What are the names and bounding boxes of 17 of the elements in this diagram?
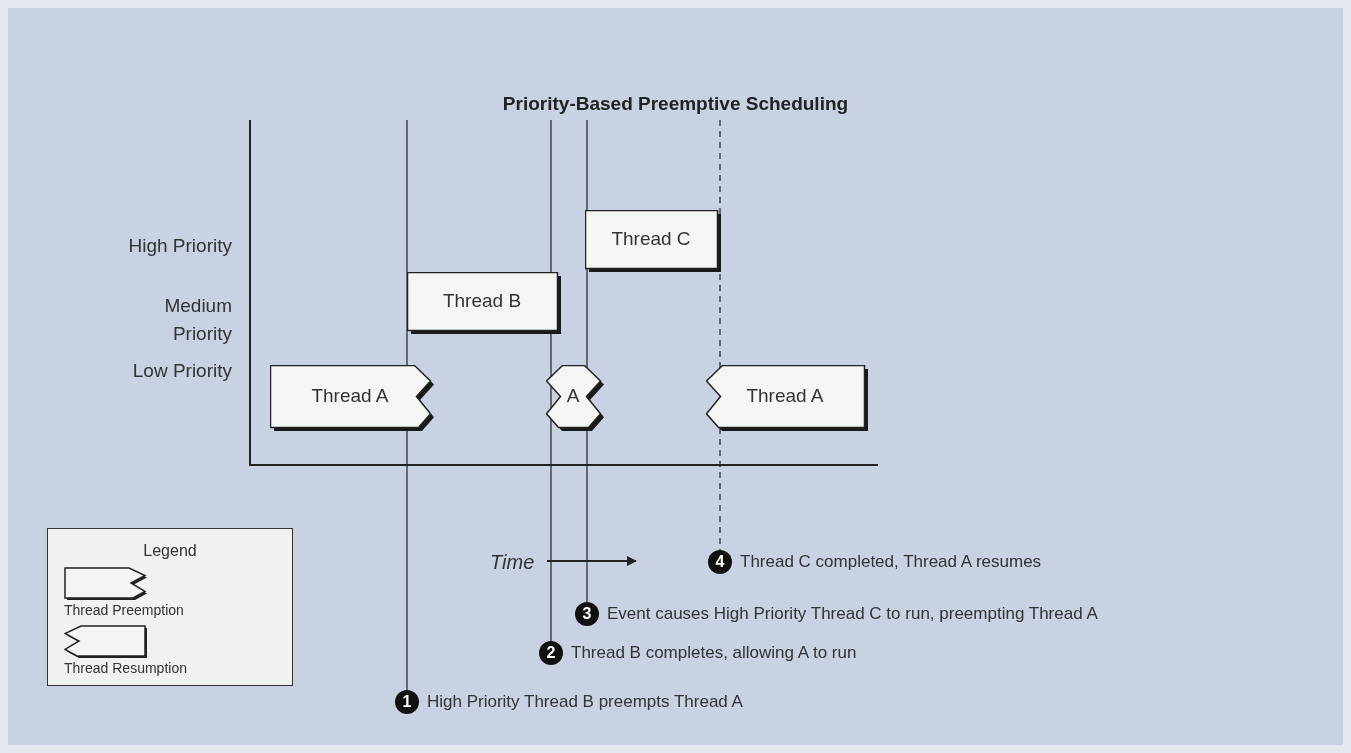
diagram-title: Priority-Based Preemptive Scheduling <box>501 92 850 116</box>
thread-label: Thread C <box>611 226 691 251</box>
thread-label: A <box>566 383 580 408</box>
event-description: High Priority Thread B preempts Thread A <box>427 691 743 713</box>
event-description: Thread C completed, Thread A resumes <box>740 551 1042 573</box>
priority-label: High Priority <box>127 234 232 258</box>
event-description: Event causes High Priority Thread C to run, preempting Thread A <box>607 603 1098 625</box>
priority-label: Low Priority <box>131 359 232 383</box>
priority-label: Medium Priority <box>163 294 232 346</box>
legend-text: Thread Resumption <box>64 659 188 677</box>
legend-text: Thread Preemption <box>64 601 185 619</box>
event-description: Thread B completes, allowing A to run <box>571 642 857 664</box>
thread-label: Thread A <box>746 383 824 408</box>
legend-title: Legend <box>143 541 197 561</box>
axis-label: Time <box>490 550 535 575</box>
thread-label: Thread B <box>442 288 522 313</box>
thread-label: Thread A <box>311 383 389 408</box>
